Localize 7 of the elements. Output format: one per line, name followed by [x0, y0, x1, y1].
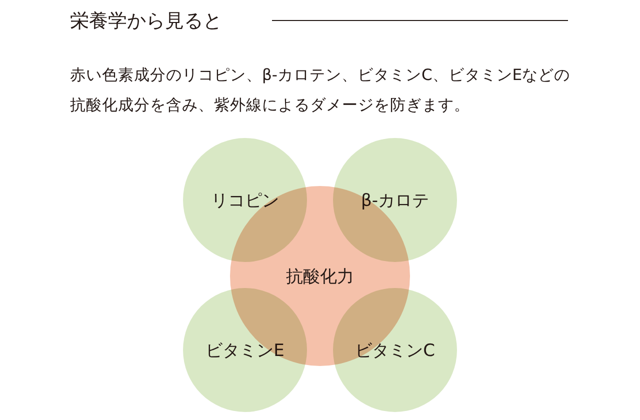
circle-label: 抗酸化力	[286, 266, 354, 288]
circle-label: リコピン	[211, 190, 279, 212]
circle-label: ビタミンC	[355, 340, 435, 362]
heading: 栄養学から見ると	[70, 9, 222, 34]
description-paragraph: 赤い色素成分のリコピン、β-カロテン、ビタミンC、ビタミンEなどの抗酸化成分を含み、紫外線によるダメージを防ぎます。	[70, 65, 572, 116]
circle-label: β-カロテ	[361, 190, 429, 212]
circle-label: ビタミンE	[206, 340, 284, 362]
